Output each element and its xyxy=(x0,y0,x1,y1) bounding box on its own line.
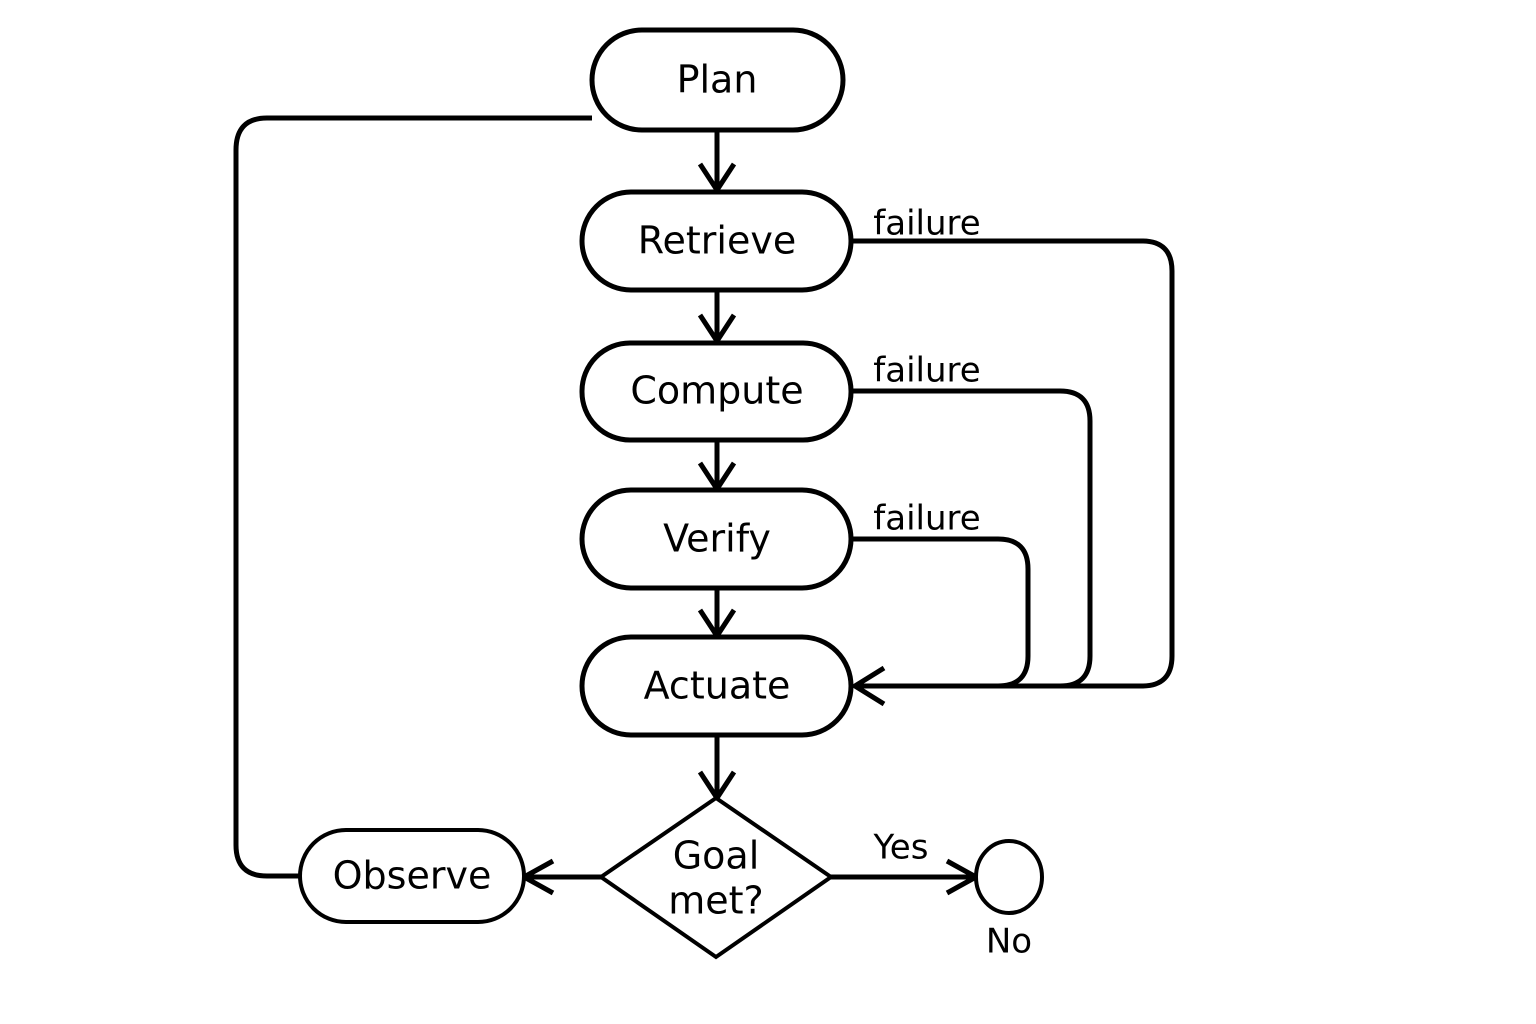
edge-compute-to-verify xyxy=(697,440,737,494)
edge-retrieve-failure xyxy=(851,238,1175,689)
node-plan[interactable]: Plan xyxy=(589,27,846,133)
arrowhead-failure-into-actuate xyxy=(850,665,886,707)
node-observe[interactable]: Observe xyxy=(298,828,526,924)
node-verify-shape[interactable] xyxy=(579,487,854,591)
node-actuate-shape[interactable] xyxy=(579,634,854,738)
edge-label-verify-failure: failure xyxy=(873,499,980,539)
node-actuate-label: Actuate xyxy=(644,664,791,708)
node-plan-shape[interactable] xyxy=(589,27,846,133)
node-verify-label: Verify xyxy=(663,517,771,561)
edge-compute-failure-path xyxy=(851,388,1093,689)
edge-observe-to-plan xyxy=(233,115,592,879)
edge-verify-failure xyxy=(851,536,1031,689)
edge-goal-to-observe xyxy=(518,858,601,896)
node-terminal-end[interactable] xyxy=(974,839,1044,915)
node-verify[interactable]: Verify xyxy=(579,487,854,591)
node-terminal-label-no: No xyxy=(986,922,1032,962)
edge-label-compute-failure: failure xyxy=(873,351,980,391)
node-actuate[interactable]: Actuate xyxy=(579,634,854,738)
node-retrieve-shape[interactable] xyxy=(579,189,854,293)
node-compute[interactable]: Compute xyxy=(579,340,854,443)
edge-actuate-to-goal xyxy=(697,735,737,803)
node-observe-shape[interactable] xyxy=(298,828,526,924)
node-compute-shape[interactable] xyxy=(579,340,854,443)
edge-retrieve-failure-path xyxy=(851,238,1175,689)
node-goal-label-line2: met? xyxy=(668,879,763,923)
node-goal-decision[interactable]: Goal met? xyxy=(597,795,835,960)
node-compute-label: Compute xyxy=(630,369,803,413)
node-goal-label-line1: Goal xyxy=(673,834,760,878)
edge-plan-to-retrieve xyxy=(697,130,737,195)
edge-observe-plan-path xyxy=(233,115,592,879)
node-goal-shape[interactable] xyxy=(597,795,835,960)
node-plan-label: Plan xyxy=(677,58,758,102)
edge-retrieve-to-compute xyxy=(697,290,737,346)
edge-label-retrieve-failure: failure xyxy=(873,204,980,244)
node-terminal-shape[interactable] xyxy=(974,839,1044,915)
node-retrieve-label: Retrieve xyxy=(638,219,796,263)
node-observe-label: Observe xyxy=(333,854,492,898)
edge-label-goal-yes: Yes xyxy=(873,828,929,868)
edge-compute-failure xyxy=(851,388,1093,689)
edge-verify-to-actuate xyxy=(697,588,737,641)
edge-verify-failure-path xyxy=(851,536,1031,689)
node-retrieve[interactable]: Retrieve xyxy=(579,189,854,293)
